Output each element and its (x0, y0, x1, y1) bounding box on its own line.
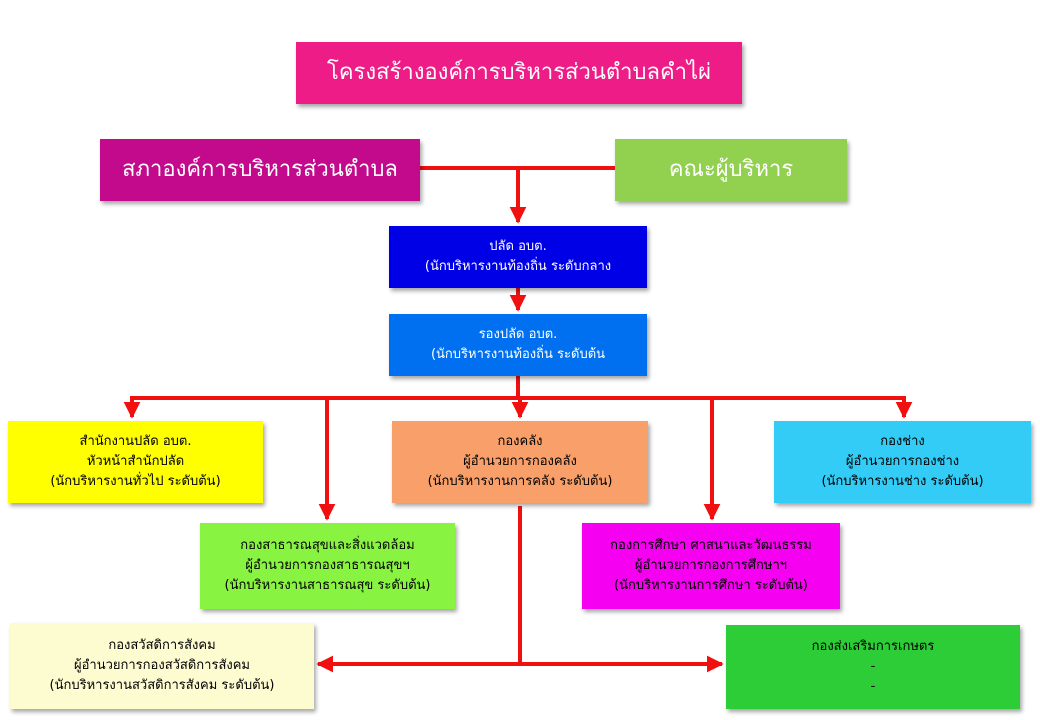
welfare-name: กองสวัสดิการสังคม (108, 637, 216, 653)
welfare-box: กองสวัสดิการสังคม ผู้อำนวยการกองสวัสดิกา… (10, 623, 314, 709)
office-level: (นักบริหารงานทั่วไป ระดับต้น) (50, 474, 221, 490)
deputy-palad-title: รองปลัด อบต. (478, 326, 558, 342)
executives-box: คณะผู้บริหาร (615, 139, 847, 201)
engineering-head: ผู้อำนวยการกองช่าง (845, 453, 960, 469)
education-head: ผู้อำนวยการกองการศึกษาฯ (634, 557, 788, 573)
engineering-box: กองช่าง ผู้อำนวยการกองช่าง (นักบริหารงาน… (774, 421, 1031, 503)
finance-name: กองคลัง (497, 433, 543, 449)
office-head: หัวหน้าสำนักปลัด (86, 453, 185, 469)
finance-box: กองคลัง ผู้อำนวยการกองคลัง (นักบริหารงาน… (392, 421, 648, 503)
office-name: สำนักงานปลัด อบต. (79, 433, 192, 449)
agriculture-head: - (870, 658, 876, 674)
agriculture-level: - (870, 679, 876, 695)
education-level: (นักบริหารงานการศึกษา ระดับต้น) (614, 578, 808, 594)
welfare-level: (นักบริหารงานสวัสดิการสังคม ระดับต้น) (49, 678, 275, 694)
agriculture-name: กองส่งเสริมการเกษตร (811, 638, 935, 654)
finance-level: (นักบริหารงานการคลัง ระดับต้น) (427, 474, 613, 490)
welfare-head: ผู้อำนวยการกองสวัสดิการสังคม (73, 657, 251, 673)
council-label: สภาองค์การบริหารส่วนตำบล (122, 156, 398, 182)
health-head: ผู้อำนวยการกองสาธารณสุขฯ (245, 557, 410, 573)
palad-title: ปลัด อบต. (489, 238, 547, 254)
health-box: กองสาธารณสุขและสิ่งแวดล้อม ผู้อำนวยการกอ… (200, 523, 455, 609)
health-name: กองสาธารณสุขและสิ่งแวดล้อม (240, 537, 415, 553)
education-box: กองการศึกษา ศาสนาและวัฒนธรรม ผู้อำนวยการ… (582, 523, 840, 609)
education-name: กองการศึกษา ศาสนาและวัฒนธรรม (610, 537, 812, 553)
palad-level: (นักบริหารงานท้องถิ่น ระดับกลาง (424, 259, 612, 274)
health-level: (นักบริหารงานสาธารณสุข ระดับต้น) (224, 578, 431, 594)
deputy-palad-box: รองปลัด อบต. (นักบริหารงานท้องถิ่น ระดับ… (389, 314, 647, 376)
finance-head: ผู้อำนวยการกองคลัง (463, 453, 577, 469)
council-box: สภาองค์การบริหารส่วนตำบล (100, 139, 420, 201)
executives-label: คณะผู้บริหาร (668, 156, 794, 182)
office-box: สำนักงานปลัด อบต. หัวหน้าสำนักปลัด (นักบ… (8, 421, 263, 503)
engineering-level: (นักบริหารงานช่าง ระดับต้น) (821, 474, 984, 490)
agriculture-box: กองส่งเสริมการเกษตร - - (726, 625, 1020, 709)
deputy-palad-level: (นักบริหารงานท้องถิ่น ระดับต้น (430, 347, 606, 362)
chart-title-text: โครงสร้างองค์การบริหารส่วนตำบลคำไผ่ (327, 59, 711, 85)
chart-title: โครงสร้างองค์การบริหารส่วนตำบลคำไผ่ (296, 42, 742, 104)
palad-box: ปลัด อบต. (นักบริหารงานท้องถิ่น ระดับกลา… (389, 226, 647, 288)
engineering-name: กองช่าง (880, 433, 925, 449)
